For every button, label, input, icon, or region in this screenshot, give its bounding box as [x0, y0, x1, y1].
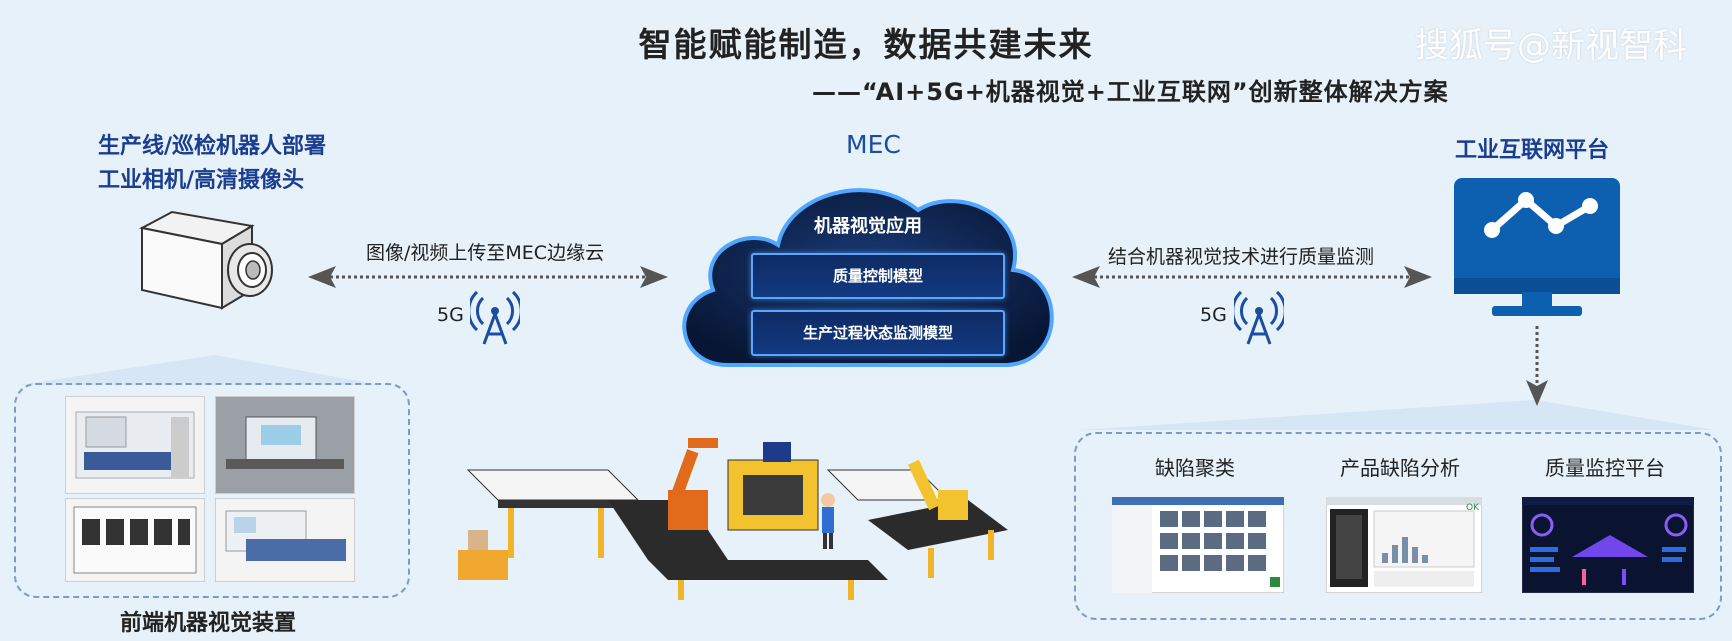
svg-text:OK: OK	[1466, 503, 1480, 513]
quality-monitor-screenshot	[1522, 497, 1694, 593]
cloud-title: 机器视觉应用	[814, 216, 922, 237]
platform-label: 工业互联网平台	[1455, 138, 1610, 163]
page-title: 智能赋能制造，数据共建未来	[638, 25, 1094, 64]
platform-apps-box	[1074, 432, 1722, 620]
device-photo	[215, 498, 355, 582]
monitor-chart-icon	[1454, 178, 1620, 316]
device-photo	[65, 498, 205, 582]
app-title: 产品缺陷分析	[1340, 456, 1460, 480]
antenna-5g-icon	[470, 290, 520, 345]
defect-analysis-screenshot: OK	[1326, 497, 1482, 593]
platform-down-arrow	[1526, 326, 1548, 406]
process-monitor-model: 生产过程状态监测模型	[751, 310, 1005, 356]
upload-link-text: 图像/视频上传至MEC边缘云	[366, 242, 605, 264]
industrial-camera-icon	[139, 210, 273, 310]
signal-5g-label: 5G	[1200, 304, 1227, 326]
app-title: 质量监控平台	[1545, 456, 1665, 480]
monitor-link-text: 结合机器视觉技术进行质量监测	[1108, 246, 1375, 268]
frontend-devices-label: 前端机器视觉装置	[120, 611, 297, 636]
page-subtitle: ——“AI+5G+机器视觉+工业互联网”创新整体解决方案	[812, 78, 1449, 106]
app-title: 缺陷聚类	[1155, 456, 1235, 480]
deployment-label: 生产线/巡检机器人部署	[98, 134, 327, 159]
device-photo	[215, 396, 355, 494]
signal-5g-label: 5G	[437, 304, 464, 326]
watermark: 搜狐号@新视智科	[1415, 26, 1687, 66]
defect-cluster-screenshot	[1112, 497, 1284, 593]
quality-control-model: 质量控制模型	[751, 253, 1005, 299]
frontend-devices-box	[14, 383, 410, 598]
monitor-link-arrow	[1072, 266, 1432, 288]
device-photo	[65, 396, 205, 494]
camera-label: 工业相机/高清摄像头	[98, 168, 305, 193]
production-line-illustration	[458, 438, 1008, 600]
upload-link-arrow	[308, 266, 668, 288]
mec-label: MEC	[846, 130, 901, 159]
antenna-5g-icon	[1234, 290, 1284, 345]
